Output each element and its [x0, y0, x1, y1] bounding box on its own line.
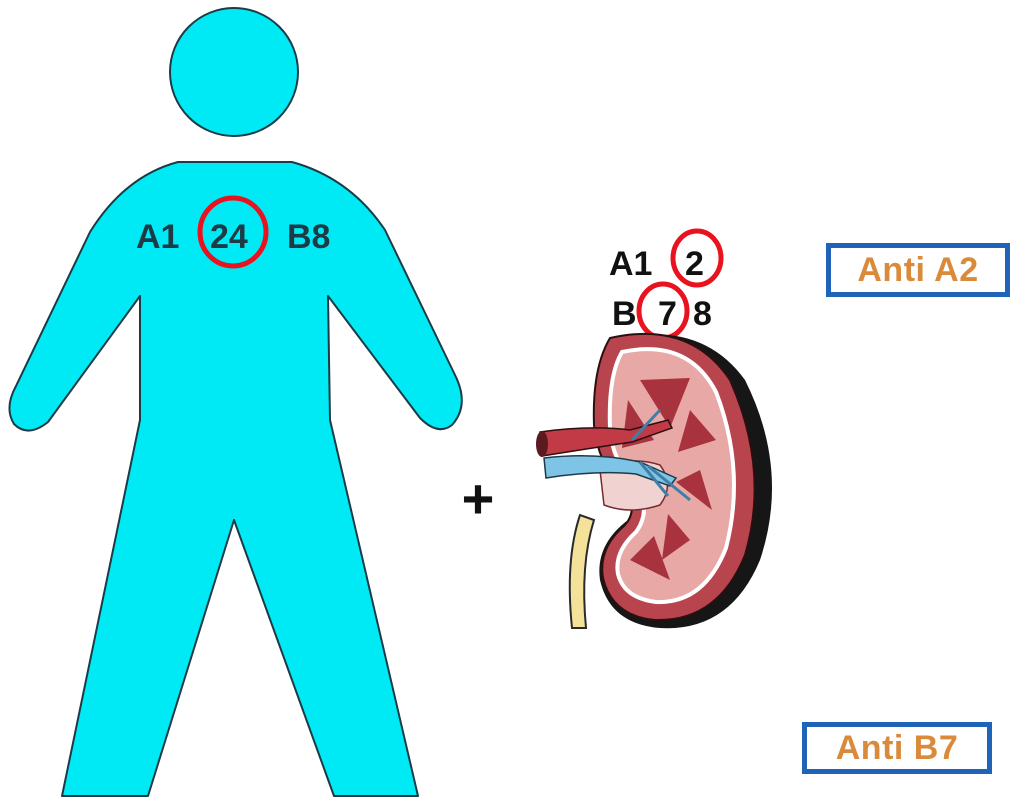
kidney-icon	[536, 334, 772, 628]
anti-a2-label: Anti A2	[857, 253, 978, 287]
recipient-hla-b8: B8	[287, 218, 330, 256]
anti-b7-box: Anti B7	[802, 722, 992, 774]
person-figure-icon	[9, 8, 461, 796]
donor-hla-a2: 2	[685, 245, 704, 283]
recipient-hla-a24: 24	[210, 218, 248, 256]
anti-a2-box: Anti A2	[826, 243, 1010, 297]
donor-hla-b7: 7	[658, 295, 677, 333]
recipient-hla-a1: A1	[136, 218, 179, 256]
donor-hla-b8: 8	[693, 295, 712, 333]
donor-hla-b: B	[612, 295, 637, 333]
plus-sign: +	[462, 467, 495, 530]
anti-b7-label: Anti B7	[836, 731, 959, 765]
donor-hla-a1: A1	[609, 245, 652, 283]
